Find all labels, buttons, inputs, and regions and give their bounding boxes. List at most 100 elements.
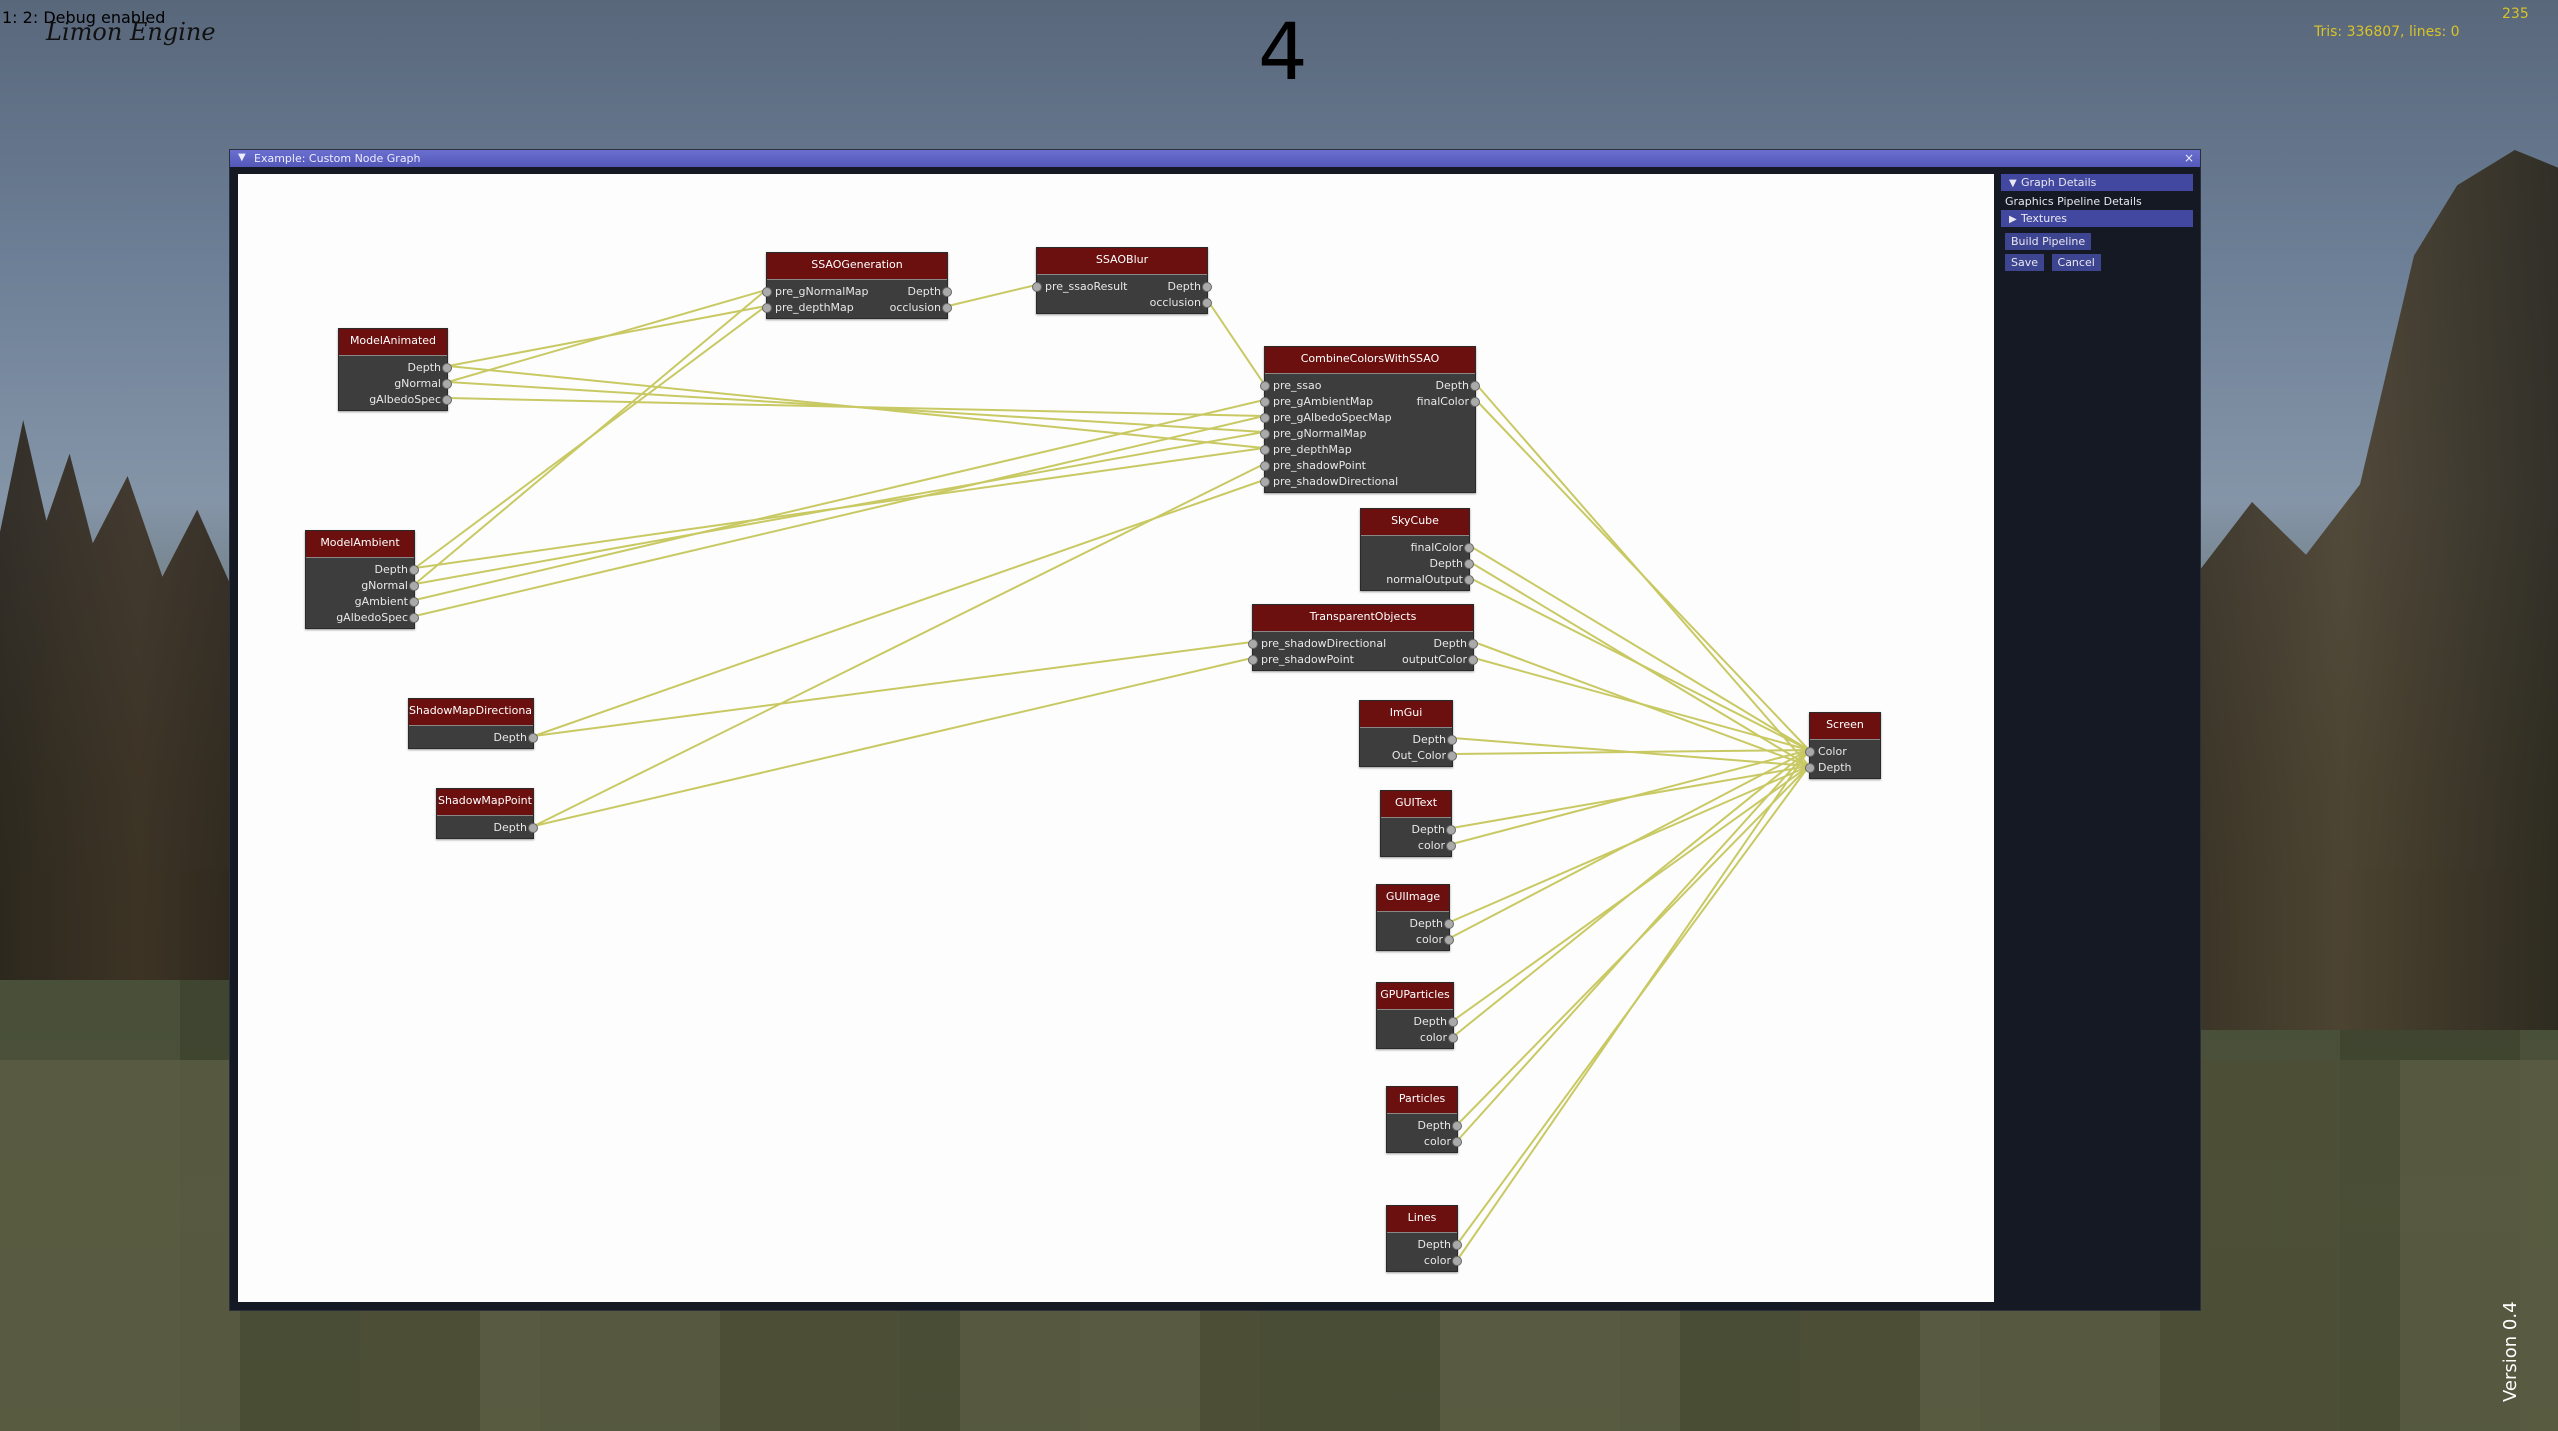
node-title[interactable]: ModelAnimated bbox=[339, 329, 447, 356]
window-titlebar[interactable]: ▼ Example: Custom Node Graph × bbox=[230, 150, 2200, 167]
node-link bbox=[1457, 749, 1810, 1260]
output-pin[interactable] bbox=[1452, 1240, 1462, 1250]
output-pin[interactable] bbox=[442, 395, 452, 405]
output-pin[interactable] bbox=[1470, 381, 1480, 391]
output-pin[interactable] bbox=[942, 303, 952, 313]
node-link bbox=[1469, 545, 1810, 751]
node-title[interactable]: SSAOBlur bbox=[1037, 248, 1207, 275]
node-title[interactable]: GUIText bbox=[1381, 791, 1451, 818]
node-title[interactable]: ShadowMapPoint bbox=[437, 789, 533, 816]
input-pin[interactable] bbox=[1260, 413, 1270, 423]
graph-details-panel: ▼Graph Details Graphics Pipeline Details… bbox=[2001, 174, 2193, 271]
input-pin[interactable] bbox=[1805, 747, 1815, 757]
graph-details-header[interactable]: ▼Graph Details bbox=[2001, 174, 2193, 191]
output-slot-label: occlusion bbox=[1149, 296, 1201, 309]
output-pin[interactable] bbox=[1448, 1033, 1458, 1043]
save-button[interactable]: Save bbox=[2005, 254, 2045, 271]
output-pin[interactable] bbox=[1446, 825, 1456, 835]
output-pin[interactable] bbox=[1452, 1137, 1462, 1147]
output-pin[interactable] bbox=[1452, 1121, 1462, 1131]
output-pin[interactable] bbox=[1202, 298, 1212, 308]
output-pin[interactable] bbox=[1464, 543, 1474, 553]
output-pin[interactable] bbox=[442, 363, 452, 373]
node-title[interactable]: Lines bbox=[1387, 1206, 1457, 1233]
input-pin[interactable] bbox=[1805, 763, 1815, 773]
pipeline-details-label: Graphics Pipeline Details bbox=[2005, 195, 2142, 208]
output-pin[interactable] bbox=[942, 287, 952, 297]
input-pin[interactable] bbox=[1260, 445, 1270, 455]
output-pin[interactable] bbox=[409, 581, 419, 591]
input-slot-label: pre_depthMap bbox=[775, 301, 854, 314]
output-pin[interactable] bbox=[528, 733, 538, 743]
output-pin[interactable] bbox=[1447, 735, 1457, 745]
node-title[interactable]: ModelAmbient bbox=[306, 531, 414, 558]
input-pin[interactable] bbox=[1260, 429, 1270, 439]
output-pin[interactable] bbox=[1468, 639, 1478, 649]
output-pin[interactable] bbox=[1447, 751, 1457, 761]
input-pin[interactable] bbox=[1260, 381, 1270, 391]
input-slot-label: pre_shadowDirectional bbox=[1261, 637, 1387, 650]
input-pin[interactable] bbox=[1248, 655, 1258, 665]
node-title[interactable]: Particles bbox=[1387, 1087, 1457, 1114]
node-title[interactable]: TransparentObjects bbox=[1253, 605, 1473, 632]
input-pin[interactable] bbox=[1248, 639, 1258, 649]
output-pin[interactable] bbox=[409, 597, 419, 607]
output-pin[interactable] bbox=[409, 565, 419, 575]
output-pin[interactable] bbox=[1464, 559, 1474, 569]
output-pin[interactable] bbox=[1452, 1256, 1462, 1266]
node-title[interactable]: SSAOGeneration bbox=[767, 253, 947, 280]
output-pin[interactable] bbox=[1464, 575, 1474, 585]
output-pin[interactable] bbox=[528, 823, 538, 833]
output-pin[interactable] bbox=[1444, 935, 1454, 945]
output-pin[interactable] bbox=[442, 379, 452, 389]
node-title[interactable]: Screen bbox=[1810, 713, 1880, 740]
output-pin[interactable] bbox=[1448, 1017, 1458, 1027]
cancel-button[interactable]: Cancel bbox=[2051, 254, 2101, 271]
debug-status-text: 1: 2: Debug enabled bbox=[2, 8, 166, 27]
node-title[interactable]: GUIImage bbox=[1377, 885, 1449, 912]
output-pin[interactable] bbox=[1470, 397, 1480, 407]
input-pin[interactable] bbox=[1260, 461, 1270, 471]
triangle-down-icon[interactable]: ▼ bbox=[238, 152, 246, 163]
input-pin[interactable] bbox=[1032, 282, 1042, 292]
build-pipeline-button[interactable]: Build Pipeline bbox=[2005, 233, 2092, 250]
output-slot-label: color bbox=[1417, 839, 1445, 852]
output-slot-label: gAmbient bbox=[354, 595, 408, 608]
output-pin[interactable] bbox=[1446, 841, 1456, 851]
output-slot-label: Depth bbox=[1412, 733, 1446, 746]
input-pin[interactable] bbox=[1260, 477, 1270, 487]
input-slot-label: pre_ssao bbox=[1273, 379, 1322, 392]
node-title[interactable]: GPUParticles bbox=[1377, 983, 1453, 1010]
node-link bbox=[1451, 749, 1810, 845]
output-pin[interactable] bbox=[409, 613, 419, 623]
node-title[interactable]: ShadowMapDirectional bbox=[409, 699, 533, 726]
node-title[interactable]: CombineColorsWithSSAO bbox=[1265, 347, 1475, 374]
output-pin[interactable] bbox=[1468, 655, 1478, 665]
close-icon[interactable]: × bbox=[2183, 151, 2194, 165]
input-pin[interactable] bbox=[1260, 397, 1270, 407]
node-title[interactable]: ImGui bbox=[1360, 701, 1452, 728]
node-title[interactable]: SkyCube bbox=[1361, 509, 1469, 536]
output-pin[interactable] bbox=[1202, 282, 1212, 292]
output-pin[interactable] bbox=[1444, 919, 1454, 929]
input-pin[interactable] bbox=[762, 303, 772, 313]
textures-header[interactable]: ▶Textures bbox=[2001, 210, 2193, 227]
input-pin[interactable] bbox=[762, 287, 772, 297]
